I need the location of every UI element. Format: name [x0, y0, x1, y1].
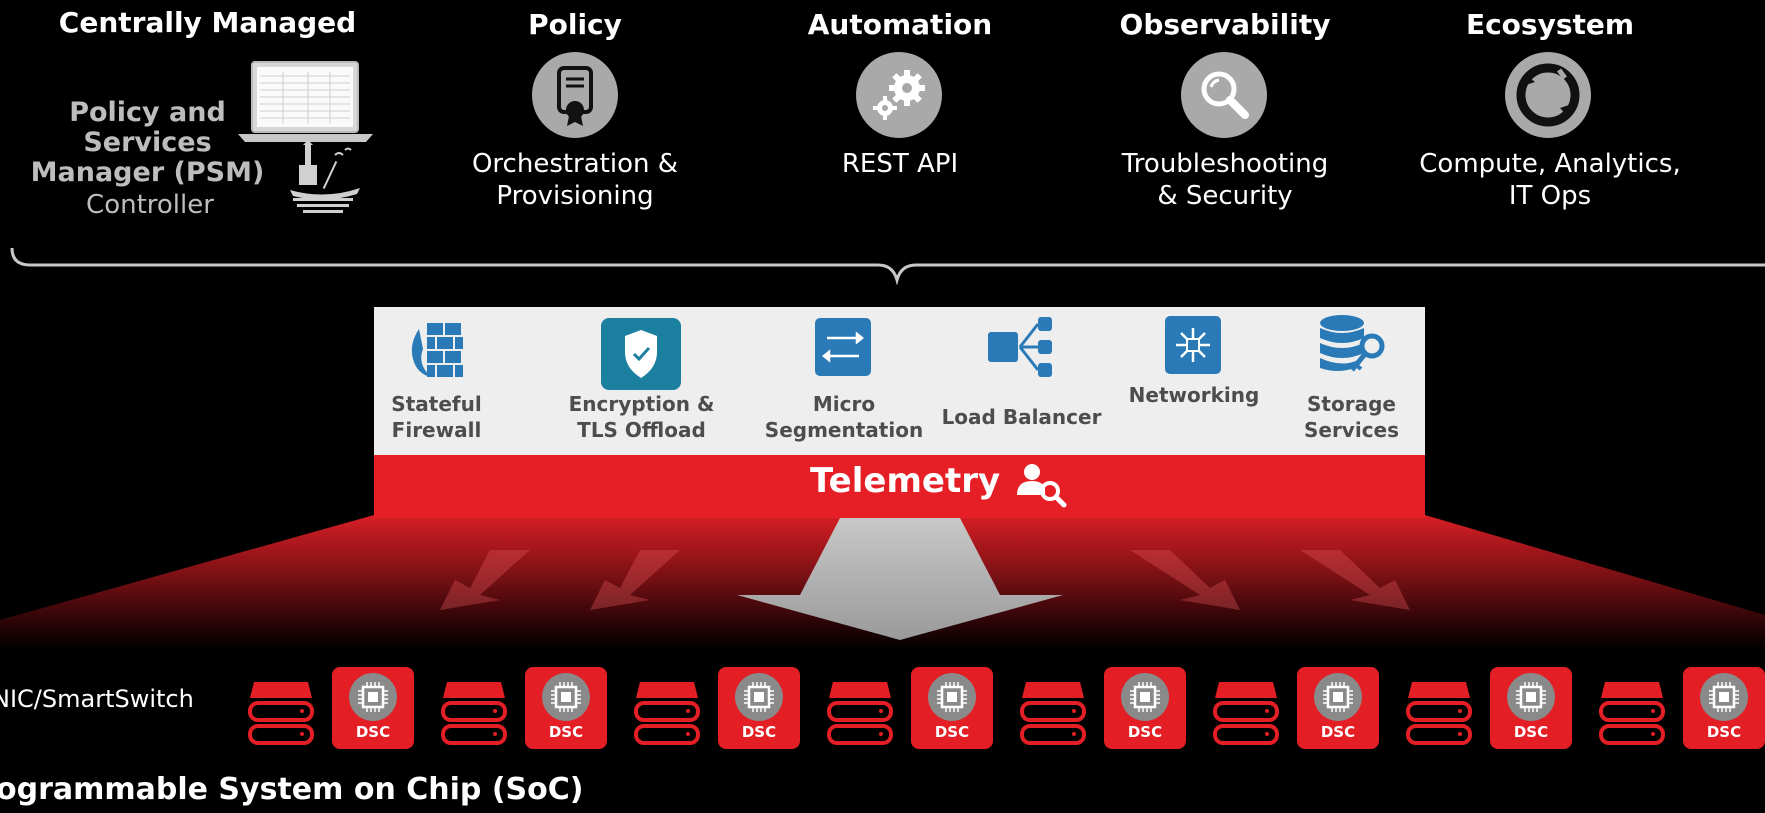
chip-icon: [735, 673, 783, 721]
dsc-card: DSC: [525, 667, 607, 749]
server-icon: [248, 682, 314, 745]
chip-icon: [1507, 673, 1555, 721]
services-panel: Stateful Firewall Encryption & TLS Offlo…: [374, 307, 1425, 455]
chip-icon: [928, 673, 976, 721]
dsc-label: DSC: [548, 723, 584, 741]
observability-desc: Troubleshooting & Security: [1090, 148, 1360, 212]
policy-desc: Orchestration & Provisioning: [440, 148, 710, 212]
centrally-managed-title: Centrally Managed: [58, 6, 357, 39]
shield-icon: [601, 318, 681, 390]
certificate-icon: [532, 52, 618, 138]
automation-title: Automation: [807, 8, 993, 41]
dsc-card: DSC: [332, 667, 414, 749]
load-balancer-icon: [988, 317, 1052, 377]
observability-desc-line-2: & Security: [1157, 181, 1293, 211]
psm-title: Policy and Services Manager (PSM): [20, 98, 275, 188]
dsc-card: DSC: [718, 667, 800, 749]
service-label-networking: Networking: [1128, 383, 1260, 407]
magnifier-icon: [1181, 52, 1267, 138]
storage-key-icon: [1320, 315, 1385, 372]
telemetry-funnel: [0, 508, 1765, 650]
automation-desc-line-1: REST API: [841, 149, 959, 179]
telemetry-label: Telemetry: [810, 461, 1001, 501]
ecosystem-desc-line-2: IT Ops: [1508, 181, 1592, 211]
chip-icon: [349, 673, 397, 721]
chip-icon: [1700, 673, 1748, 721]
psm-controller-label: Controller: [86, 190, 214, 220]
soc-label: ogrammable System on Chip (SoC): [0, 772, 584, 807]
observability-desc-line-1: Troubleshooting: [1121, 149, 1329, 179]
dsc-label: DSC: [1320, 723, 1356, 741]
segmentation-icon: [815, 318, 871, 376]
ecosystem-desc: Compute, Analytics, IT Ops: [1395, 148, 1705, 212]
psm-line-1: Policy and: [69, 97, 226, 128]
service-label-storage: Storage Services: [1303, 392, 1400, 442]
nic-smartswitch-label: NIC/SmartSwitch: [0, 685, 194, 713]
psm-logo-icon: [290, 140, 360, 213]
gears-icon: [856, 52, 942, 138]
server-icon: [634, 682, 700, 745]
server-icon: [827, 682, 893, 745]
dsc-label: DSC: [1127, 723, 1163, 741]
dsc-card: DSC: [1104, 667, 1186, 749]
laptop-icon: [238, 61, 373, 142]
policy-desc-line-1: Orchestration &: [471, 149, 679, 179]
dsc-card: DSC: [1683, 667, 1765, 749]
ecosystem-title: Ecosystem: [1465, 8, 1635, 41]
dsc-label: DSC: [1513, 723, 1549, 741]
dsc-label: DSC: [934, 723, 970, 741]
chip-icon: [1314, 673, 1362, 721]
dsc-card: DSC: [911, 667, 993, 749]
service-label-load-balancer: Load Balancer: [941, 405, 1102, 429]
dsc-label: DSC: [741, 723, 777, 741]
user-search-icon: [1017, 464, 1067, 508]
dsc-label: DSC: [1706, 723, 1742, 741]
service-label-encryption: Encryption & TLS Offload: [568, 392, 715, 442]
chip-icon: [542, 673, 590, 721]
ecosystem-desc-line-1: Compute, Analytics,: [1419, 149, 1681, 179]
network-icon: [1165, 316, 1221, 374]
grouping-brace: [10, 247, 1765, 285]
dsc-card: DSC: [1490, 667, 1572, 749]
telemetry-band: Telemetry: [374, 455, 1425, 518]
chip-icon: [1121, 673, 1169, 721]
server-icon: [1599, 682, 1665, 745]
server-icon: [1406, 682, 1472, 745]
policy-title: Policy: [528, 8, 622, 41]
observability-title: Observability: [1119, 8, 1331, 41]
service-label-segmentation: Micro Segmentation: [764, 392, 924, 442]
cycle-icon: [1505, 52, 1591, 138]
dsc-card: DSC: [1297, 667, 1379, 749]
server-icon: [1213, 682, 1279, 745]
server-icon: [441, 682, 507, 745]
dsc-label: DSC: [355, 723, 391, 741]
automation-desc: REST API: [790, 148, 1010, 180]
server-icon: [1020, 682, 1086, 745]
firewall-icon: [411, 323, 463, 377]
policy-desc-line-2: Provisioning: [496, 181, 654, 211]
psm-line-2: Services: [83, 127, 212, 158]
psm-line-3: Manager (PSM): [30, 157, 265, 188]
service-label-firewall: Stateful Firewall: [391, 392, 482, 442]
